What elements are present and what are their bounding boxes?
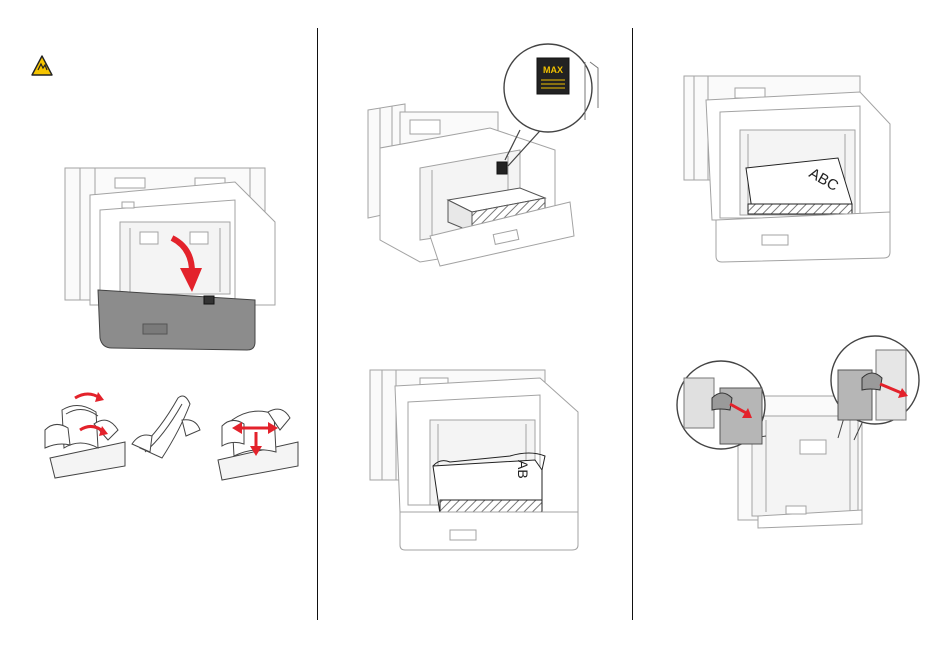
max-fill-label-icon bbox=[537, 58, 569, 94]
pinch-hazard-warning-icon bbox=[32, 56, 52, 75]
paper-label-side: AB bbox=[515, 460, 531, 479]
step-load-paper-abc-illustration: ABC bbox=[684, 76, 890, 262]
step-fill-line-illustration: MAX bbox=[368, 44, 598, 266]
step-adjust-guides-illustration bbox=[677, 336, 919, 528]
step-load-paper-side-illustration: AB bbox=[370, 370, 578, 550]
max-fill-label: MAX bbox=[543, 65, 563, 75]
step-open-tray-illustration bbox=[65, 168, 275, 350]
step-flex-paper-illustration bbox=[45, 392, 298, 480]
